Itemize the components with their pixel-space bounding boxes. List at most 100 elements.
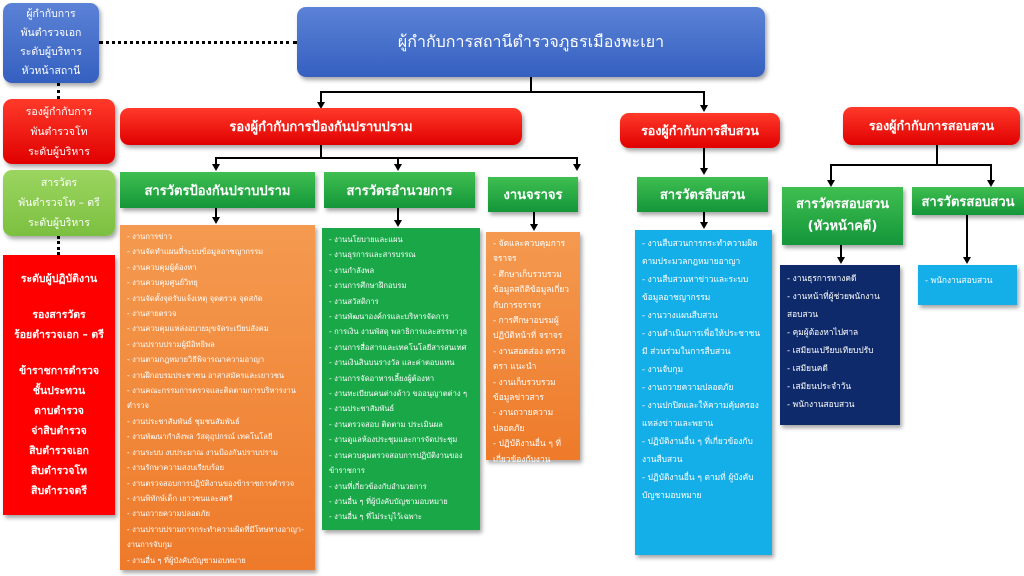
task-item: - งานฝึกอบรมประชาชน อาสาสมัครและเยาวชน	[127, 370, 285, 380]
task-item: - งานสืบสวนการกระทำความผิดตามประมวลกฎหมา…	[642, 238, 758, 266]
task-item: - งานควบคุมศูนย์วิทยุ	[127, 278, 198, 288]
unit-title: สารวัตรป้องกันปราบปราม	[144, 183, 291, 199]
connector-line	[397, 208, 399, 221]
task-item: - งานคณะกรรมการตรวจและติดตามการบริหารงาน…	[127, 386, 296, 411]
task-item: - งานอื่น ๆ ที่ผู้บังคับบัญชามอบหมาย	[329, 496, 448, 506]
task-item: - งานเงินสินบนรางวัล และค่าตอบแทน	[329, 358, 455, 368]
arrow-down-icon	[987, 180, 995, 187]
level-text: สิบตำรวจโท	[30, 465, 88, 477]
level-text: ร้อยตำรวจเอก – ตรี	[14, 329, 104, 341]
task-item: - งานนโยบายและแผน	[329, 235, 403, 244]
dotted-connector	[57, 83, 60, 99]
task-item: - งานหน้าที่ผู้ช่วยพนักงานสอบสวน	[787, 291, 880, 319]
deputy-title: รองผู้กำกับการสอบสวน	[868, 118, 995, 133]
connector-line	[397, 157, 399, 165]
task-item: - งานทะเบียนคนต่างด้าว ขออนุญาตต่าง ๆ	[329, 389, 468, 399]
connector-line	[320, 91, 322, 103]
arrow-down-icon	[212, 217, 220, 224]
connector-line	[703, 148, 705, 169]
task-item: - งานธุรการและสารบรรณ	[329, 250, 416, 260]
task-item: - งานสืบสวนหาข่าวและระบบข้อมูลอาชญากรรม	[642, 274, 749, 302]
task-item: - งานปราบปรามการกระทำความผิดที่มีโทษทางอ…	[127, 524, 304, 550]
task-item: - งานสอดส่อง ตรวจตรา แนะนำ	[493, 345, 566, 372]
unit-inquiry-head-header: สารวัตรสอบสวน (หัวหน้าคดี)	[782, 187, 903, 245]
deputy-title: รองผู้กำกับการป้องกันปราบปราม	[229, 120, 413, 135]
task-item: - เสมียนประจำวัน	[787, 381, 852, 391]
arrow-down-icon	[317, 102, 325, 109]
task-item: - งานพัฒนากำลังพล วัสดุอุปกรณ์ เทคโนโลยี	[127, 432, 273, 442]
level-operational: ระดับผู้ปฏิบัติงาน รองสารวัตร ร้อยตำรวจเ…	[3, 255, 115, 515]
task-item: - คุมผู้ต้องหาไปศาล	[787, 327, 859, 337]
task-item: - งานจับกุม	[642, 364, 684, 374]
task-item: - งานอื่น ๆ ที่ผู้บังคับบัญชามอบหมาย	[127, 555, 246, 565]
unit-title: งานจราจร	[503, 188, 563, 203]
task-item: - งานดูแลห้องประชุมและการจัดประชุม	[329, 435, 458, 445]
level-text: หัวหน้าสถานี	[21, 65, 81, 77]
arrow-down-icon	[573, 164, 581, 171]
level-text: ระดับผู้บริหาร	[28, 217, 90, 229]
unit-title: (หัวหน้าคดี)	[807, 219, 878, 234]
task-item: - งานระบบ งบประมาณ งานป้องกันปราบปราม	[127, 447, 278, 457]
connector-line	[840, 245, 842, 258]
connector-line	[966, 215, 968, 258]
connector-line	[530, 77, 532, 93]
connector-line	[320, 91, 705, 93]
level-text: รองผู้กำกับการ	[25, 105, 93, 118]
task-item: - งานอื่น ๆ ที่ไม่ระบุไว้เฉพาะ	[329, 512, 422, 522]
task-item: - งานจัดตั้งจุดรับแจ้งเหตุ จุดตรวจ จุดสก…	[127, 293, 263, 303]
task-list-inquiry: - พนักงานสอบสวน	[918, 265, 1017, 305]
level-text: ระดับผู้ปฏิบัติงาน	[20, 273, 98, 285]
task-item: - งานประชาสัมพันธ์ ชุมชนสัมพันธ์	[127, 416, 240, 426]
unit-title: สารวัตรอำนวยการ	[346, 183, 453, 199]
task-item: - การศึกษาอบรมผู้ปฏิบัติหน้าที่ จราจร	[493, 315, 563, 341]
task-item: - งานจัดทำแผนที่ระบบข้อมูลอาชญากรรม	[127, 247, 264, 257]
connector-line	[990, 164, 992, 181]
task-item: - งานสวัสดิการ	[329, 296, 379, 306]
connector-line	[703, 212, 705, 223]
task-item: - งานประชาสัมพันธ์	[329, 404, 395, 414]
level-text: พันตำรวจโท – ตรี	[18, 197, 100, 209]
level-text: สิบตำรวจเอก	[29, 445, 89, 457]
arrow-down-icon	[394, 220, 402, 227]
task-item: - งานควบคุมผู้ต้องหา	[127, 262, 197, 272]
dotted-connector	[57, 236, 60, 255]
unit-traffic-header: งานจราจร	[488, 177, 578, 212]
arrow-down-icon	[700, 105, 708, 112]
task-item: - งานวางแผนสืบสวน	[642, 310, 718, 320]
connector-line	[936, 145, 938, 165]
connector-line	[320, 145, 322, 158]
arrow-down-icon	[700, 222, 708, 229]
connector-line	[215, 208, 217, 218]
level-superintendent: ผู้กำกับการ พันตำรวจเอก ระดับผู้บริหาร ห…	[3, 3, 99, 83]
task-item: - งานตามกฎหมายวิธีพิจารณาความอาญา	[127, 355, 265, 365]
level-text: สิบตำรวจตรี	[31, 485, 87, 497]
level-inspector: สารวัตร พันตำรวจโท – ตรี ระดับผู้บริหาร	[3, 170, 115, 236]
connector-line	[830, 164, 992, 166]
deputy-investigation-box: รองผู้กำกับการสืบสวน	[620, 113, 780, 148]
task-item: - งานปราบปรามผู้มีอิทธิพล	[127, 339, 215, 349]
level-deputy: รองผู้กำกับการ พันตำรวจโท ระดับผู้บริหาร	[3, 99, 115, 164]
task-item: - งานปกปิดและให้ความคุ้มครองแหล่งข่าวและ…	[642, 400, 759, 428]
unit-prevention-header: สารวัตรป้องกันปราบปราม	[120, 172, 315, 208]
unit-inquiry-header: สารวัตรสอบสวน	[912, 187, 1024, 215]
level-text: พันตำรวจโท	[30, 125, 88, 138]
connector-line	[703, 91, 705, 106]
task-list-inquiry-head: - งานธุรการทางคดี- งานหน้าที่ผู้ช่วยพนัก…	[780, 265, 900, 425]
task-list-investigation: - งานสืบสวนการกระทำความผิดตามประมวลกฎหมา…	[635, 230, 772, 555]
level-text: จ่าสิบตำรวจ	[31, 425, 87, 437]
deputy-inquiry-box: รองผู้กำกับการสอบสวน	[843, 107, 1020, 145]
arrow-down-icon	[530, 224, 538, 231]
level-text: พันตำรวจเอก	[20, 27, 82, 39]
connector-line	[576, 157, 578, 165]
connector-line	[215, 157, 578, 159]
task-item: - งานกำลังพล	[329, 265, 375, 275]
task-item: - งานการศึกษาฝึกอบรม	[329, 281, 407, 291]
task-item: - งานควบคุมตรวจสอบการปฏิบัติงานของข้าราช…	[329, 450, 463, 476]
level-text: ผู้กำกับการ	[26, 8, 76, 20]
task-item: - ปฏิบัติงานอื่น ๆ ที่เกี่ยวข้องกับงานสื…	[642, 436, 753, 464]
task-item: - จัดและควบคุมการจราจร	[493, 238, 566, 264]
level-text: สารวัตร	[40, 177, 78, 189]
task-item: - พนักงานสอบสวน	[787, 399, 855, 409]
superintendent-title: ผู้กำกับการสถานีตำรวจภูธรเมืองพะเยา	[397, 31, 665, 51]
unit-admin-header: สารวัตรอำนวยการ	[324, 172, 475, 208]
